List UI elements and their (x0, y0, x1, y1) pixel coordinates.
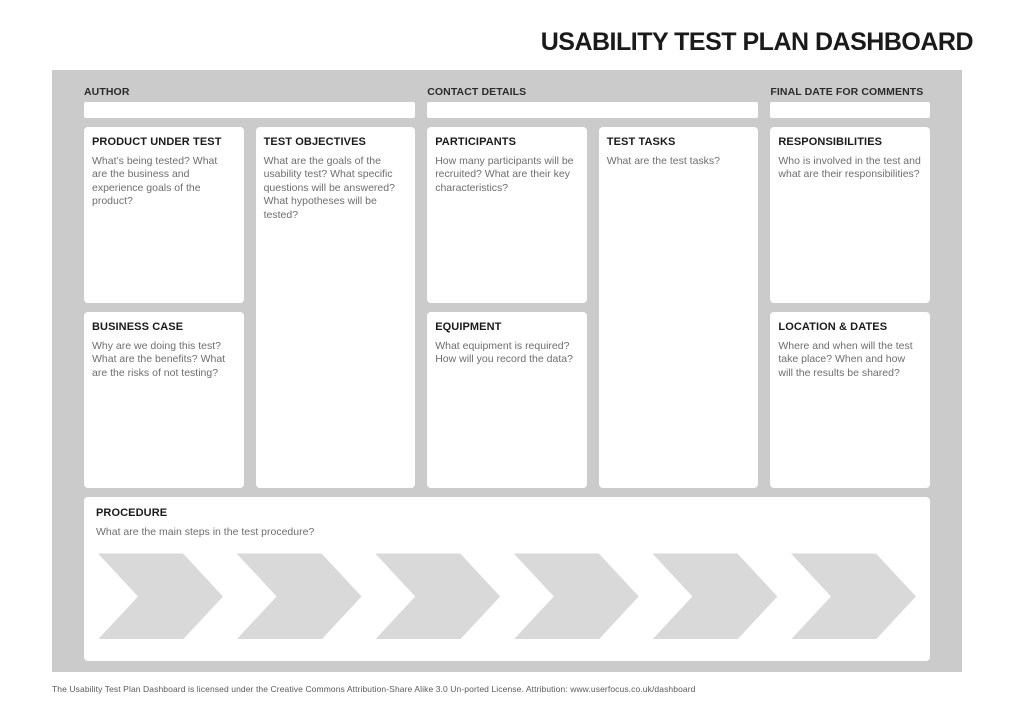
procedure-steps (96, 553, 918, 640)
card-responsibilities: RESPONSIBILITIES Who is involved in the … (770, 127, 930, 303)
author-label: AUTHOR (84, 86, 130, 98)
card-product-under-test: PRODUCT UNDER TEST What’s being tested? … (84, 127, 244, 303)
card-prompt-participants: How many participants will be recruited?… (435, 155, 574, 194)
page-title: USABILITY TEST PLAN DASHBOARD (540, 28, 974, 56)
card-test-objectives: TEST OBJECTIVES What are the goals of th… (255, 127, 416, 488)
card-title-test-objectives: TEST OBJECTIVES (263, 136, 366, 148)
card-prompt-business-case: Why are we doing this test? What are the… (92, 340, 226, 379)
card-equipment: EQUIPMENT What equipment is required? Ho… (427, 312, 587, 488)
card-title-participants: PARTICIPANTS (435, 136, 517, 148)
dashboard-grid: AUTHOR CONTACT DETAILS FINAL DATE FOR CO… (84, 86, 930, 661)
card-title-business-case: BUSINESS CASE (92, 321, 184, 333)
card-prompt-location-and-dates: Where and when will the test take place?… (778, 340, 913, 379)
card-title-test-tasks: TEST TASKS (606, 136, 676, 148)
card-business-case: BUSINESS CASE Why are we doing this test… (84, 312, 244, 488)
contact-details-label: CONTACT DETAILS (427, 86, 527, 98)
procedure-step-chevron (513, 553, 639, 640)
card-title-procedure: PROCEDURE (96, 507, 168, 519)
author-input[interactable] (84, 102, 416, 118)
card-title-product-under-test: PRODUCT UNDER TEST (92, 136, 222, 148)
card-test-tasks: TEST TASKS What are the test tasks? (598, 127, 759, 488)
field-author: AUTHOR (84, 86, 416, 118)
card-prompt-product-under-test: What’s being tested? What are the busine… (92, 155, 218, 208)
card-location-and-dates: LOCATION & DATES Where and when will the… (770, 312, 930, 488)
procedure-step-chevron (98, 553, 223, 640)
final-date-input[interactable] (770, 102, 930, 118)
field-contact-details: CONTACT DETAILS (427, 86, 759, 118)
contact-details-input[interactable] (427, 102, 759, 118)
procedure-step-chevron (375, 553, 501, 640)
card-participants: PARTICIPANTS How many participants will … (427, 127, 587, 303)
card-prompt-responsibilities: Who is involved in the test and what are… (778, 155, 921, 181)
card-procedure: PROCEDURE What are the main steps in the… (84, 497, 930, 661)
dashboard-board: AUTHOR CONTACT DETAILS FINAL DATE FOR CO… (52, 70, 962, 672)
card-prompt-test-objectives: What are the goals of the usability test… (263, 155, 395, 221)
card-prompt-equipment: What equipment is required? How will you… (435, 340, 573, 366)
procedure-step-chevron (790, 553, 916, 640)
field-final-date-for-comments: FINAL DATE FOR COMMENTS (770, 86, 930, 118)
card-prompt-test-tasks: What are the test tasks? (606, 155, 721, 167)
card-title-location-and-dates: LOCATION & DATES (778, 321, 888, 333)
procedure-step-chevron (236, 553, 362, 640)
procedure-step-chevron (652, 553, 778, 640)
card-title-responsibilities: RESPONSIBILITIES (778, 136, 883, 148)
card-title-equipment: EQUIPMENT (435, 321, 502, 333)
license-footer: The Usability Test Plan Dashboard is lic… (52, 684, 696, 694)
final-date-label: FINAL DATE FOR COMMENTS (770, 86, 924, 98)
card-prompt-procedure: What are the main steps in the test proc… (96, 526, 315, 538)
